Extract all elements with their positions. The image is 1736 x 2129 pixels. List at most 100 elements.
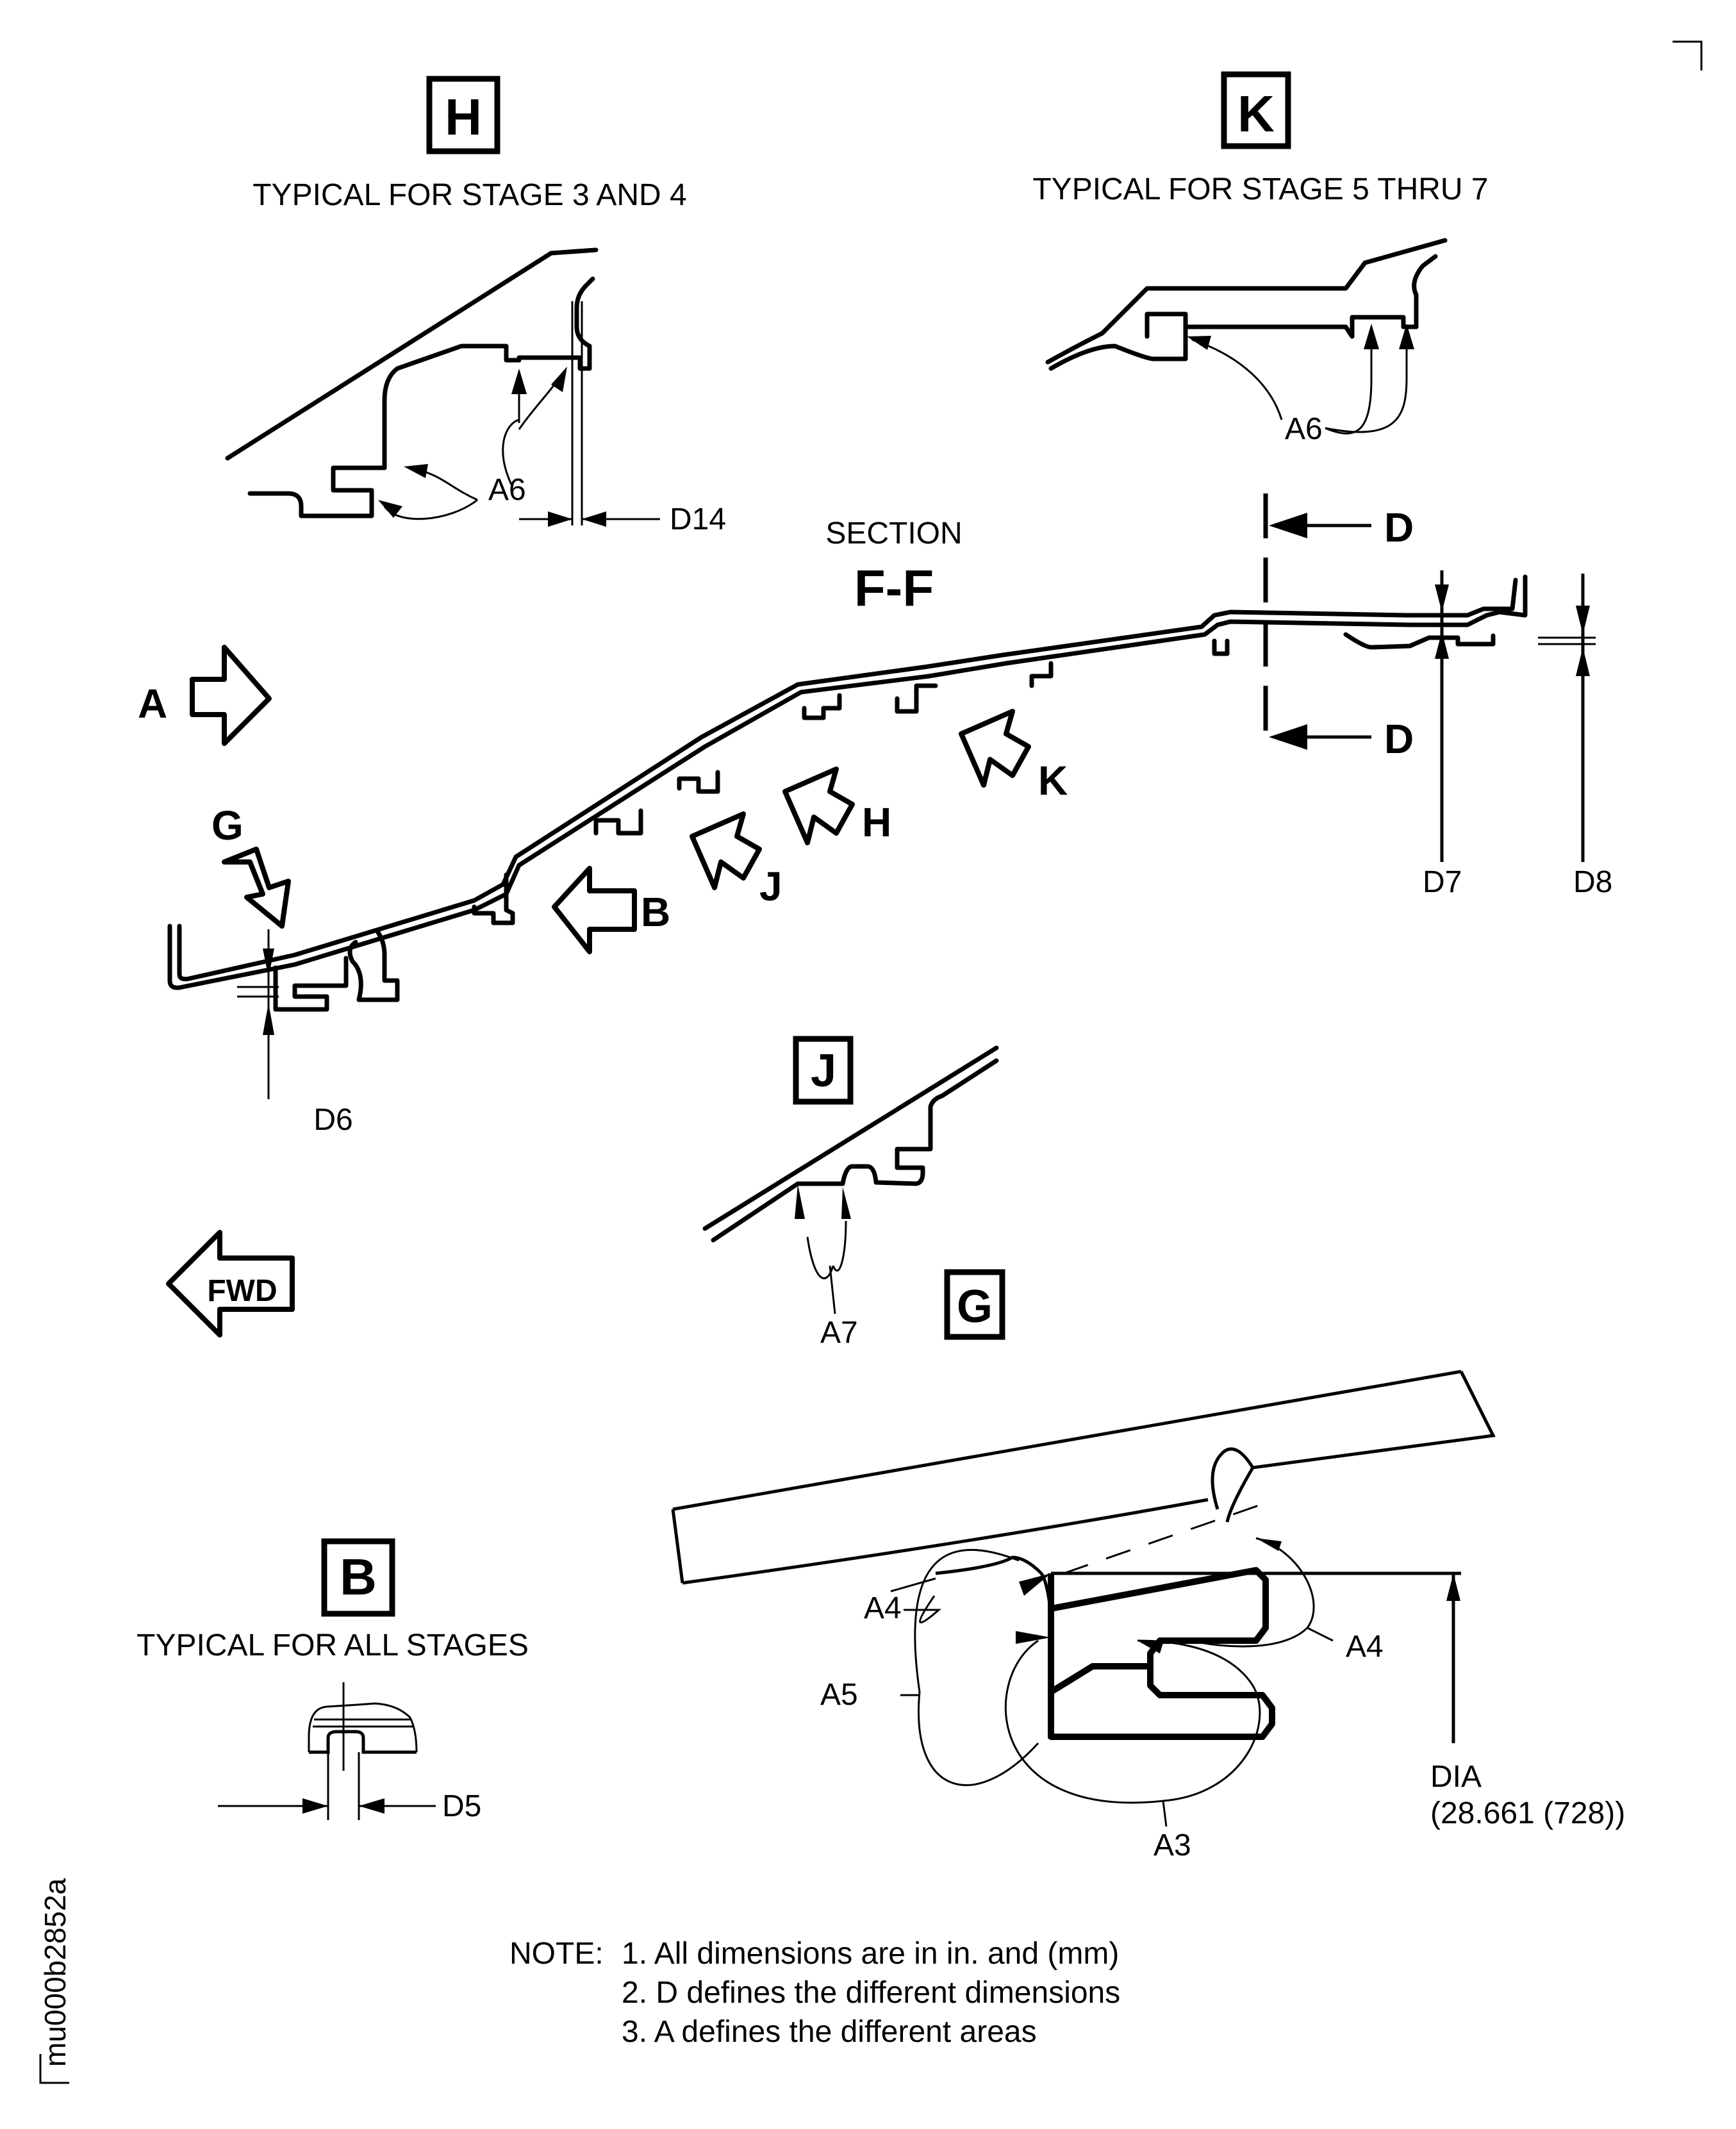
note-item: 2. D defines the different dimensions [622,1976,1120,2010]
a6-k-arrow-3 [1399,324,1414,349]
view-b-extension-lines [327,1752,360,1820]
area-a5-label: A5 [820,1678,858,1712]
arrow-h-icon [782,766,855,845]
a5-leader-bottom [918,1691,1039,1786]
arrow-g-icon [222,847,291,929]
a6-h-arrow-2 [404,464,428,478]
view-k-profile [1048,254,1438,371]
view-j-outer-line [702,1045,999,1231]
area-a6-h-label: A6 [488,473,526,507]
view-arrow-j-label: J [759,863,782,909]
a4-right-leader [1191,1537,1315,1648]
fwd-arrow: FWD [166,1230,295,1338]
d14-arrow-left [548,511,572,527]
view-arrow-a-label: A [138,681,167,727]
view-j-letter: J [811,1045,836,1097]
view-g-band-right-end [1252,1370,1496,1470]
dim-d6-label: D6 [313,1103,352,1137]
dim-d8-label: D8 [1573,865,1612,899]
view-k-letter: K [1237,85,1275,142]
view-arrow-h: H [782,766,891,845]
view-h-box [426,76,500,154]
dim-d14-label: D14 [670,502,726,536]
view-j: J A7 [702,1036,999,1350]
dim-dia-label: DIA [1430,1760,1482,1794]
a6-k-arrow-1 [1187,336,1211,350]
dims-d7-d8: D7 D8 [1423,570,1612,899]
a6-h-leader-3 [502,418,520,488]
view-arrow-b-label: B [641,889,670,935]
hook-stage-3a [593,808,643,836]
view-b-profile [309,1730,417,1754]
view-g: G DIA (28.661 (728)) A4 A5 A3 [671,1269,1625,1862]
view-h-outer-tip [549,247,599,256]
fwd-label: FWD [207,1274,277,1308]
crop-mark-bottom-left [39,2054,69,2084]
section-name: F-F [854,559,934,617]
a6-h-arrow-1 [378,500,402,518]
a3-leader-stem [1162,1800,1168,1827]
a7-leader-left [806,1236,834,1279]
view-g-seal-body [1048,1567,1275,1740]
dim-d7-label: D7 [1423,865,1462,899]
hook-stage-6 [1212,638,1230,656]
notes-prefix: NOTE: [509,1937,604,1971]
note-item: 3. A defines the different areas [622,2015,1037,2049]
a4-left-arrow-2 [1016,1631,1051,1644]
cut-arrow-top-head [1269,513,1307,538]
view-h-profile [247,276,595,518]
section-ff-profile [167,574,1528,1012]
view-b-box [321,1538,395,1617]
dim-d6: D6 [237,929,353,1137]
a4-left-arrow-1 [1019,1573,1051,1596]
view-k-caption: TYPICAL FOR STAGE 5 THRU 7 [1032,172,1488,206]
view-arrow-k-label: K [1038,758,1068,804]
view-k: K TYPICAL FOR STAGE 5 THRU 7 A6 [1032,71,1489,446]
notes-block: NOTE: 1. All dimensions are in in. and (… [509,1937,1120,2049]
a7-arrow-left [795,1184,805,1219]
area-a4-right-label: A4 [1346,1630,1384,1664]
arrow-b-icon [552,866,637,954]
dia-arrow [1446,1573,1460,1601]
area-a6-k-label: A6 [1285,412,1323,446]
a7-leader-stem [829,1265,836,1314]
d6-extension-lines [237,986,279,998]
dim-dia-value: (28.661 (728)) [1430,1796,1625,1830]
view-g-letter: G [957,1281,993,1332]
view-k-box [1221,71,1291,149]
hook-stage-5 [1029,661,1054,688]
a4-right-arrow [1256,1538,1282,1551]
d5-arrow-right [359,1798,384,1814]
main-inner-skin [177,577,1518,982]
note-item: 1. All dimensions are in in. and (mm) [622,1937,1119,1971]
view-arrow-g: G [211,802,291,929]
a6-h-arrow-4 [551,367,567,392]
view-g-seal-inner [1049,1663,1150,1695]
view-b-letter: B [340,1548,377,1605]
view-arrow-j: J [690,811,782,909]
view-h: H TYPICAL FOR STAGE 3 AND 4 D14 A6 [225,76,726,536]
view-arrow-a: A [138,645,272,746]
area-a4-left-label: A4 [864,1591,902,1625]
a3-leader [1004,1639,1261,1804]
view-g-right-shoulder [1211,1447,1255,1523]
drawing-id: mu000b2852a [38,1878,72,2067]
d6-arrow-bottom [263,1003,274,1035]
a6-k-leader-1 [1191,338,1283,420]
hook-stage-1 [273,956,349,1012]
d8-extension-lines [1538,636,1596,645]
main-outer-skin [167,574,1528,990]
section-caption: SECTION [825,517,962,551]
hook-stage-4b [895,683,938,714]
view-g-box [944,1269,1005,1340]
a4-right-leader-stem [1307,1627,1334,1642]
hook-stage-1b [347,930,400,1002]
d7-arrow-top [1435,584,1449,612]
view-arrow-k: K [959,709,1068,804]
view-b-cap-lines [313,1718,413,1728]
view-b-caption: TYPICAL FOR ALL STAGES [136,1628,529,1662]
a6-k-arrow-2 [1364,324,1379,349]
view-j-box [793,1036,854,1105]
view-arrow-g-label: G [211,802,244,849]
view-b: B TYPICAL FOR ALL STAGES D5 [136,1538,529,1823]
